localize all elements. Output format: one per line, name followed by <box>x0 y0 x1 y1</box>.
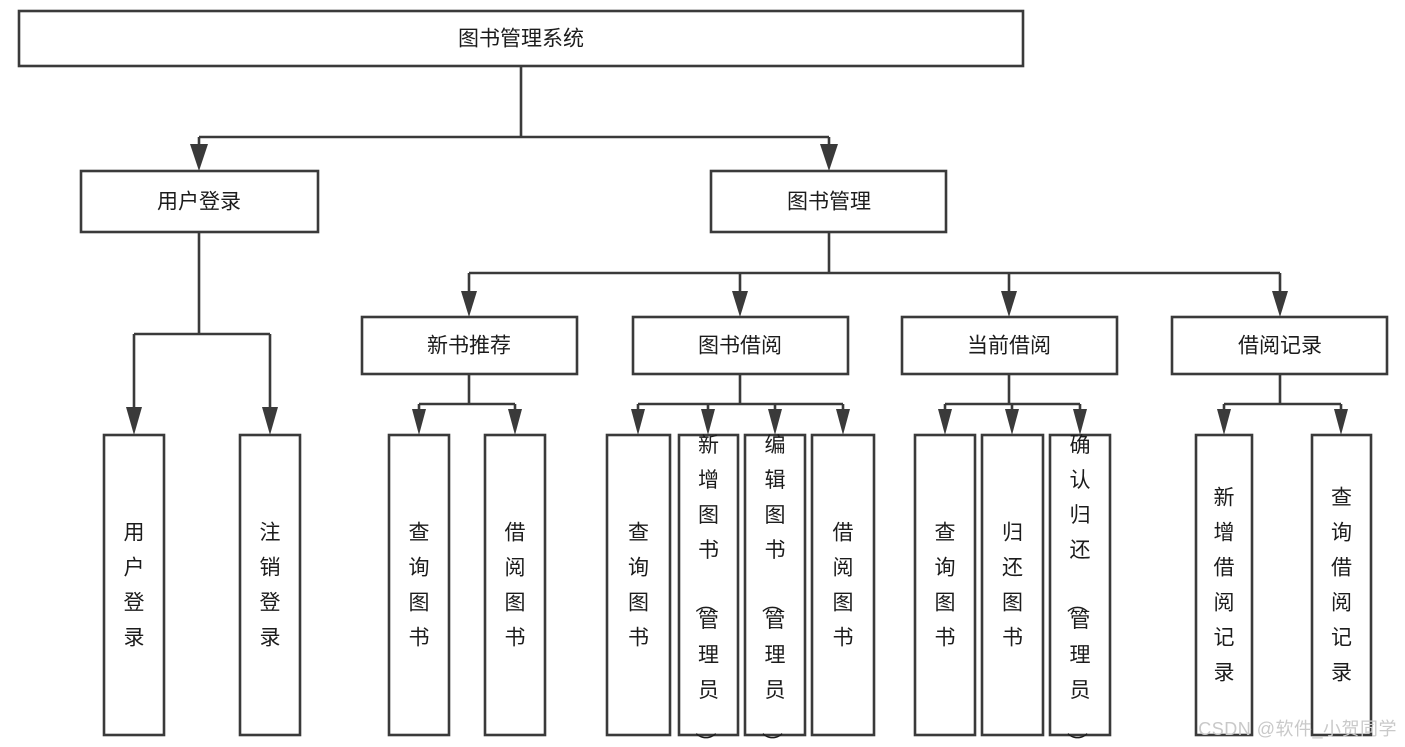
node-leaf-query-book-1-label: 查询图书 <box>409 522 430 650</box>
node-borrow-record-box[interactable] <box>1170 315 1389 376</box>
node-leaf-return-book[interactable]: 归还图书 <box>980 433 1045 737</box>
node-user-login-label: 用户登录 <box>157 191 241 214</box>
arrow-head-leaf-add-borrow-record <box>1217 409 1231 435</box>
arrow-head-leaf-edit-book <box>768 409 782 435</box>
node-user-login-box[interactable] <box>79 169 320 234</box>
node-book-manage[interactable]: 图书管理 <box>709 169 948 234</box>
node-leaf-query-book-1[interactable]: 查询图书 <box>387 433 451 737</box>
node-leaf-add-book[interactable]: 新增图书（管理员） <box>677 433 740 747</box>
node-leaf-add-borrow-record-box[interactable] <box>1194 433 1254 737</box>
node-leaf-query-borrow-record[interactable]: 查询借阅记录 <box>1310 433 1373 737</box>
node-leaf-logout-login[interactable]: 注销登录 <box>238 433 302 737</box>
node-leaf-query-borrow-record-label: 查询借阅记录 <box>1331 487 1352 685</box>
node-leaf-confirm-return-box[interactable] <box>1048 433 1112 737</box>
arrow-head-user-login <box>190 144 208 171</box>
node-new-book-recommend-label: 新书推荐 <box>427 335 511 358</box>
node-book-borrow[interactable]: 图书借阅 <box>631 315 850 376</box>
node-leaf-borrow-book-2[interactable]: 借阅图书 <box>810 433 876 737</box>
node-user-login[interactable]: 用户登录 <box>79 169 320 234</box>
node-leaf-query-book-1-box[interactable] <box>387 433 451 737</box>
node-leaf-query-book-2-label: 查询图书 <box>628 522 649 650</box>
node-leaf-user-login[interactable]: 用户登录 <box>102 433 166 737</box>
node-leaf-borrow-book-2-box[interactable] <box>810 433 876 737</box>
arrow-head-book-borrow <box>732 291 748 317</box>
node-new-book-recommend[interactable]: 新书推荐 <box>360 315 579 376</box>
connectors-new-book-recommend-to-leaves <box>412 374 522 435</box>
node-book-borrow-label: 图书借阅 <box>698 335 782 358</box>
node-leaf-edit-book-box[interactable] <box>743 433 807 737</box>
arrow-head-leaf-query-book-2 <box>631 409 645 435</box>
node-new-book-recommend-box[interactable] <box>360 315 579 376</box>
leaf-nodes-layer: 用户登录 注销登录 查询图书 借阅图书 查询图书 新增图书（管理员） 编辑图书（管理员） 借阅… <box>102 433 1373 747</box>
arrow-head-leaf-logout-login <box>262 407 278 435</box>
arrow-head-leaf-query-borrow-record <box>1334 409 1348 435</box>
node-root-box[interactable] <box>17 9 1025 68</box>
arrow-head-leaf-return-book <box>1005 409 1019 435</box>
node-leaf-query-book-2[interactable]: 查询图书 <box>605 433 672 737</box>
arrow-head-borrow-record <box>1272 291 1288 317</box>
connectors-current-borrow-to-leaves <box>938 374 1087 435</box>
node-leaf-query-book-3-label: 查询图书 <box>935 522 956 650</box>
arrow-head-book-manage <box>820 144 838 171</box>
node-leaf-return-book-box[interactable] <box>980 433 1045 737</box>
connectors-book-manage-to-level3 <box>461 232 1288 317</box>
node-leaf-query-borrow-record-box[interactable] <box>1310 433 1373 737</box>
node-leaf-query-book-3[interactable]: 查询图书 <box>913 433 977 737</box>
arrow-head-leaf-confirm-return <box>1073 409 1087 435</box>
node-book-manage-label: 图书管理 <box>787 191 871 214</box>
arrow-head-leaf-add-book <box>701 409 715 435</box>
node-borrow-record-label: 借阅记录 <box>1238 335 1322 358</box>
node-leaf-user-login-label: 用户登录 <box>124 522 145 650</box>
node-leaf-add-book-label: 新增图书（管理员） <box>693 434 719 747</box>
node-leaf-logout-login-box[interactable] <box>238 433 302 737</box>
arrow-head-leaf-query-book-1 <box>412 409 426 435</box>
node-current-borrow[interactable]: 当前借阅 <box>900 315 1119 376</box>
node-root-label: 图书管理系统 <box>458 28 584 51</box>
node-leaf-confirm-return[interactable]: 确认归还（管理员） <box>1048 433 1112 747</box>
node-leaf-query-book-3-box[interactable] <box>913 433 977 737</box>
node-current-borrow-label: 当前借阅 <box>967 335 1051 358</box>
arrow-head-new-book-recommend <box>461 291 477 317</box>
node-borrow-record[interactable]: 借阅记录 <box>1170 315 1389 376</box>
arrow-head-leaf-borrow-book-2 <box>836 409 850 435</box>
node-leaf-borrow-book-2-label: 借阅图书 <box>833 522 854 650</box>
node-leaf-add-borrow-record-label: 新增借阅记录 <box>1214 487 1235 685</box>
node-book-manage-box[interactable] <box>709 169 948 234</box>
csdn-watermark: CSDN @软件_小贺同学 <box>1198 719 1397 739</box>
arrow-head-leaf-borrow-book-1 <box>508 409 522 435</box>
connectors-book-borrow-to-leaves <box>631 374 850 435</box>
arrow-head-current-borrow <box>1001 291 1017 317</box>
node-leaf-edit-book-label: 编辑图书（管理员） <box>760 434 786 747</box>
node-leaf-add-borrow-record[interactable]: 新增借阅记录 <box>1194 433 1254 737</box>
node-leaf-logout-login-label: 注销登录 <box>260 522 281 650</box>
arrow-head-leaf-query-book-3 <box>938 409 952 435</box>
connectors-user-login-to-leaves <box>126 232 278 435</box>
connectors-root-to-level2 <box>190 66 838 171</box>
node-leaf-add-book-box[interactable] <box>677 433 740 737</box>
node-leaf-confirm-return-label: 确认归还（管理员） <box>1065 434 1091 747</box>
node-leaf-borrow-book-1-box[interactable] <box>483 433 547 737</box>
node-leaf-user-login-box[interactable] <box>102 433 166 737</box>
node-root[interactable]: 图书管理系统 <box>17 9 1025 68</box>
arrow-head-leaf-user-login <box>126 407 142 435</box>
node-current-borrow-box[interactable] <box>900 315 1119 376</box>
node-book-borrow-box[interactable] <box>631 315 850 376</box>
node-leaf-query-book-2-box[interactable] <box>605 433 672 737</box>
node-leaf-edit-book[interactable]: 编辑图书（管理员） <box>743 433 807 747</box>
connectors-borrow-record-to-leaves <box>1217 374 1348 435</box>
node-leaf-borrow-book-1-label: 借阅图书 <box>505 522 526 650</box>
node-leaf-borrow-book-1[interactable]: 借阅图书 <box>483 433 547 737</box>
node-leaf-return-book-label: 归还图书 <box>1002 522 1023 650</box>
